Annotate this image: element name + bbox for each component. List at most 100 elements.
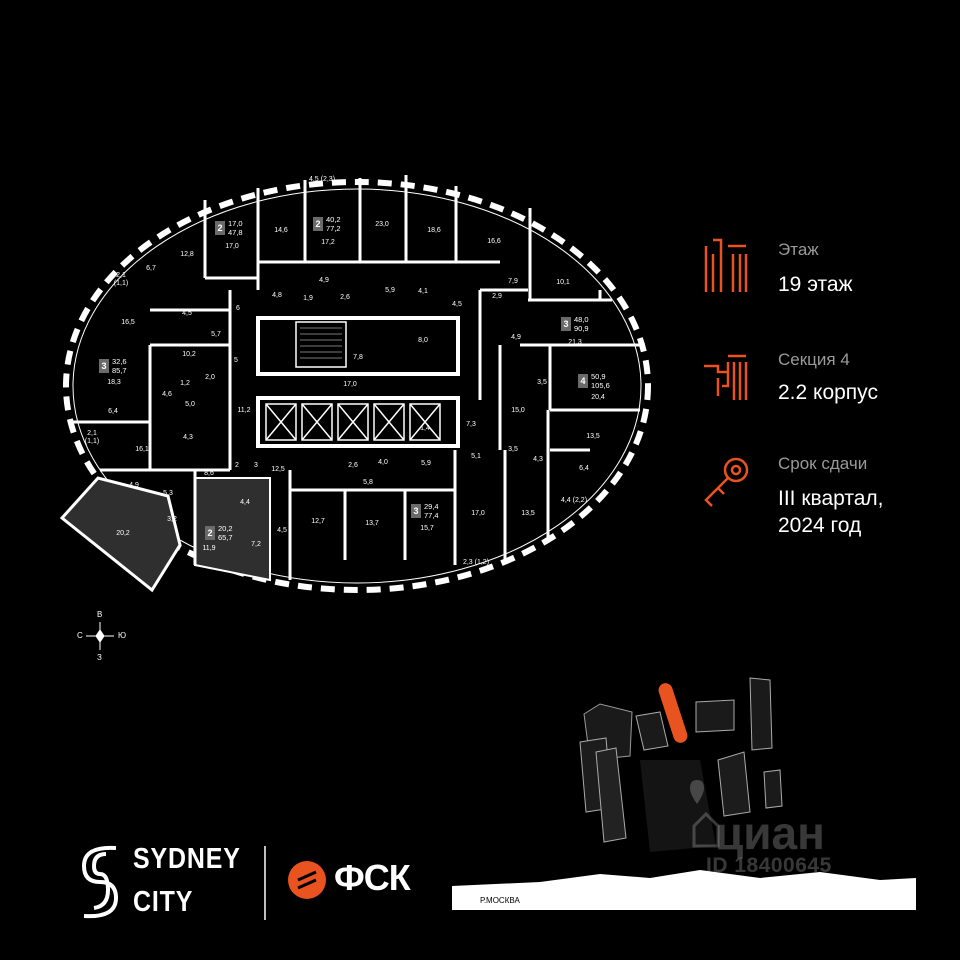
room-area-label: 14,6 — [274, 227, 288, 234]
apartment-rooms-count: 2 — [217, 223, 222, 233]
room-area-label: 17,2 — [321, 239, 335, 246]
room-area-label: 23,0 — [375, 221, 389, 228]
terrace-block — [59, 476, 182, 593]
room-area-label: 6,4 — [579, 465, 589, 472]
room-area-label: 3,5 — [508, 446, 518, 453]
room-area-label: 2,1 — [87, 430, 97, 437]
room-area-label: 10,1 — [556, 279, 570, 286]
room-area-label: 2,6 — [340, 294, 350, 301]
room-area-label: 4,3 — [183, 434, 193, 441]
room-area-label: 17,0 — [471, 510, 485, 517]
room-area-label: 15,7 — [420, 525, 434, 532]
room-area-label: 17,0 — [343, 381, 357, 388]
room-area-label: 4,9 — [319, 277, 329, 284]
watermark-id: ID 18400645 — [706, 854, 832, 877]
room-area-label: 4,3 — [533, 456, 543, 463]
brand-city: CITY — [133, 886, 194, 918]
room-area-label: 11,2 — [237, 407, 250, 414]
room-area-label: 1,9 — [303, 295, 313, 302]
room-area-label: 18,3 — [107, 379, 121, 386]
apartment-living-area: 20,2 — [218, 524, 233, 533]
floor-caption: Этаж — [778, 240, 819, 259]
room-area-label: 4,5 — [277, 527, 287, 534]
watermark-logo: циан — [715, 807, 825, 859]
room-area-label: (1,1) — [85, 438, 99, 445]
room-area-label: 4,4 — [240, 499, 250, 506]
room-area-label: 5,9 — [385, 287, 395, 294]
room-area-label: 3 — [254, 462, 258, 469]
room-area-label: 11,9 — [202, 545, 215, 552]
compass-west: С — [77, 631, 83, 640]
room-area-label: 4,8 — [272, 292, 282, 299]
apartment-rooms-count: 4 — [580, 376, 585, 386]
section-caption: Секция 4 — [778, 350, 850, 369]
room-area-label: 2,1 — [116, 272, 126, 279]
room-area-label: 4,9 — [511, 334, 521, 341]
room-area-label: 5,8 — [363, 479, 373, 486]
apartment-total-area: 65,7 — [218, 533, 233, 542]
room-area-label: 21,3 — [568, 339, 582, 346]
room-area-label: 7,2 — [251, 541, 261, 548]
room-area-label: 4,9 — [129, 482, 139, 489]
room-area-label: 3,5 — [537, 379, 547, 386]
room-area-label: 7,9 — [508, 278, 518, 285]
apartment-rooms-count: 3 — [563, 319, 568, 329]
room-area-label: 4,1 — [418, 288, 428, 295]
room-area-label: 13,7 — [365, 520, 379, 527]
room-area-label: 12,5 — [271, 466, 285, 473]
apartment-living-area: 48,0 — [574, 315, 589, 324]
partition-walls — [70, 175, 645, 580]
room-area-label: 20,2 — [116, 530, 130, 537]
room-area-label: 4,5 (2,3) — [309, 176, 335, 183]
delivery-caption: Срок сдачи — [778, 454, 868, 473]
floor-value: 19 этаж — [778, 273, 853, 296]
apartment-total-area: 77,4 — [424, 511, 439, 520]
compass-east: Ю — [118, 631, 127, 640]
room-area-label: 20,4 — [591, 394, 605, 401]
room-area-label: 18,6 — [427, 227, 441, 234]
room-area-label: 13,5 — [586, 433, 600, 440]
apartment-total-area: 77,2 — [326, 224, 341, 233]
room-area-label: 17,0 — [225, 243, 239, 250]
brand-fsk: ФСК — [334, 857, 411, 898]
brand-sydney: SYDNEY — [133, 843, 241, 875]
room-area-label: 2,9 — [492, 293, 502, 300]
delivery-value-line1: III квартал, — [778, 487, 884, 510]
room-area-label: 4,5 — [182, 310, 192, 317]
room-area-label: 15,0 — [511, 407, 525, 414]
apartment-badges — [99, 217, 588, 540]
apartment-rooms-count: 3 — [413, 506, 418, 516]
room-area-label: 16,1 — [135, 446, 149, 453]
room-area-label: 2,0 — [205, 374, 215, 381]
apartment-rooms-count: 3 — [101, 361, 106, 371]
room-area-label: 4,4 (2,2) — [561, 497, 587, 504]
room-area-label: 2,3 (1,2) — [463, 559, 489, 566]
room-area-label: 6,7 — [146, 265, 156, 272]
room-area-label: 8,0 — [418, 337, 428, 344]
apartment-living-area: 50,9 — [591, 372, 606, 381]
room-area-label: 16,6 — [487, 238, 501, 245]
apartment-total-area: 47,8 — [228, 228, 243, 237]
room-area-label: (1,1) — [114, 280, 128, 287]
room-area-label: 4,6 — [162, 391, 172, 398]
room-labels: 4,5 (2,3) 23,0 18,6 16,6 14,6 17,2 17,0 12,8 6,7… — [85, 176, 605, 566]
apartment-living-area: 29,4 — [424, 502, 439, 511]
apartment-rooms-count: 2 — [315, 219, 320, 229]
apartment-total-area: 85,7 — [112, 366, 127, 375]
room-area-label: 12,8 — [180, 251, 194, 258]
apartment-living-area: 32,6 — [112, 357, 127, 366]
room-area-label: 2,6 — [348, 462, 358, 469]
room-area-label: 5 — [234, 357, 238, 364]
apartment-rooms-count: 2 — [207, 528, 212, 538]
room-area-label: 4,0 — [378, 459, 388, 466]
room-area-label: 5,7 — [211, 331, 221, 338]
apartment-total-area: 90,9 — [574, 324, 589, 333]
room-area-label: 7,8 — [353, 354, 363, 361]
apartment-total-area: 105,6 — [591, 381, 610, 390]
room-area-label: 4,5 — [452, 301, 462, 308]
room-area-label: 6,4 — [108, 408, 118, 415]
delivery-value-line2: 2024 год — [778, 514, 862, 537]
